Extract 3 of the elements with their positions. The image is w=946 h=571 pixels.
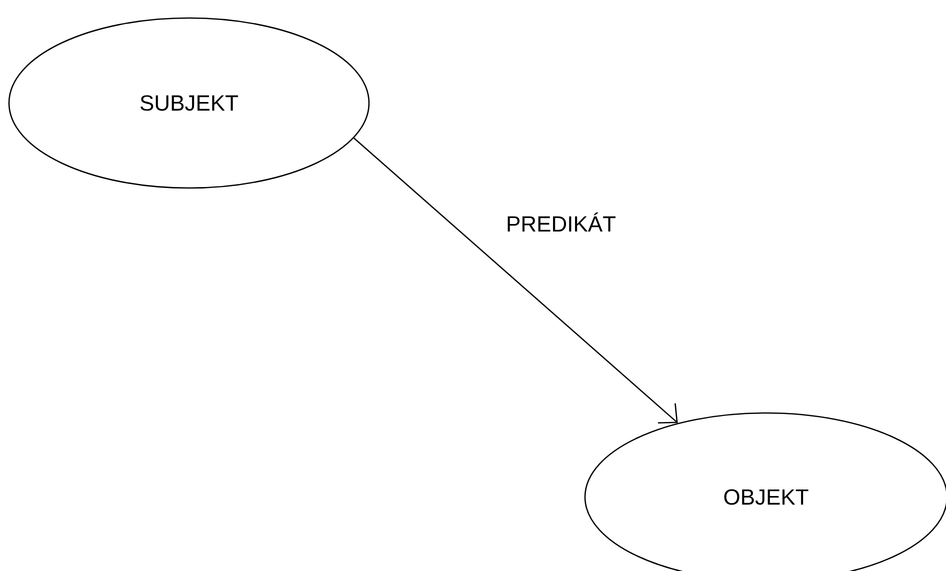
ellipse-node: SUBJEKT bbox=[8, 17, 370, 189]
edge-label: PREDIKÁT bbox=[505, 211, 618, 233]
arrow bbox=[353, 138, 678, 424]
